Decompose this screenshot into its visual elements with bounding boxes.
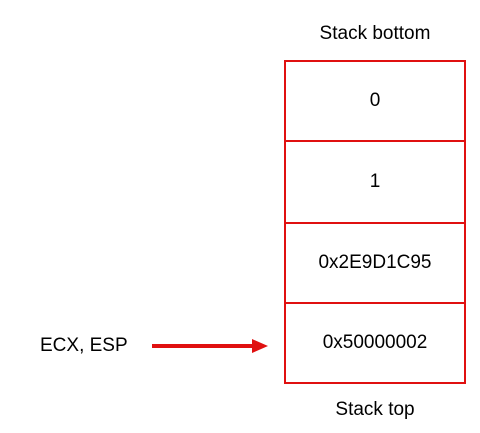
pointer-arrow-head <box>252 339 268 353</box>
stack-cell-value: 0 <box>369 90 381 111</box>
pointer-arrow-icon <box>152 339 268 353</box>
stack-diagram: 0 1 0x2E9D1C95 0x50000002 <box>284 60 466 384</box>
stack-bottom-label: Stack bottom <box>319 23 431 44</box>
stack-cell-1: 1 <box>284 140 466 224</box>
stack-cell-value: 0x50000002 <box>322 332 428 353</box>
stack-cell-value: 1 <box>369 171 381 192</box>
stack-cell-0: 0 <box>284 60 466 142</box>
stack-cell-value: 0x2E9D1C95 <box>318 252 432 273</box>
pointer-label: ECX, ESP <box>40 335 128 356</box>
stack-cell-2: 0x2E9D1C95 <box>284 222 466 304</box>
stack-cell-3: 0x50000002 <box>284 302 466 384</box>
stack-top-label: Stack top <box>335 399 415 420</box>
